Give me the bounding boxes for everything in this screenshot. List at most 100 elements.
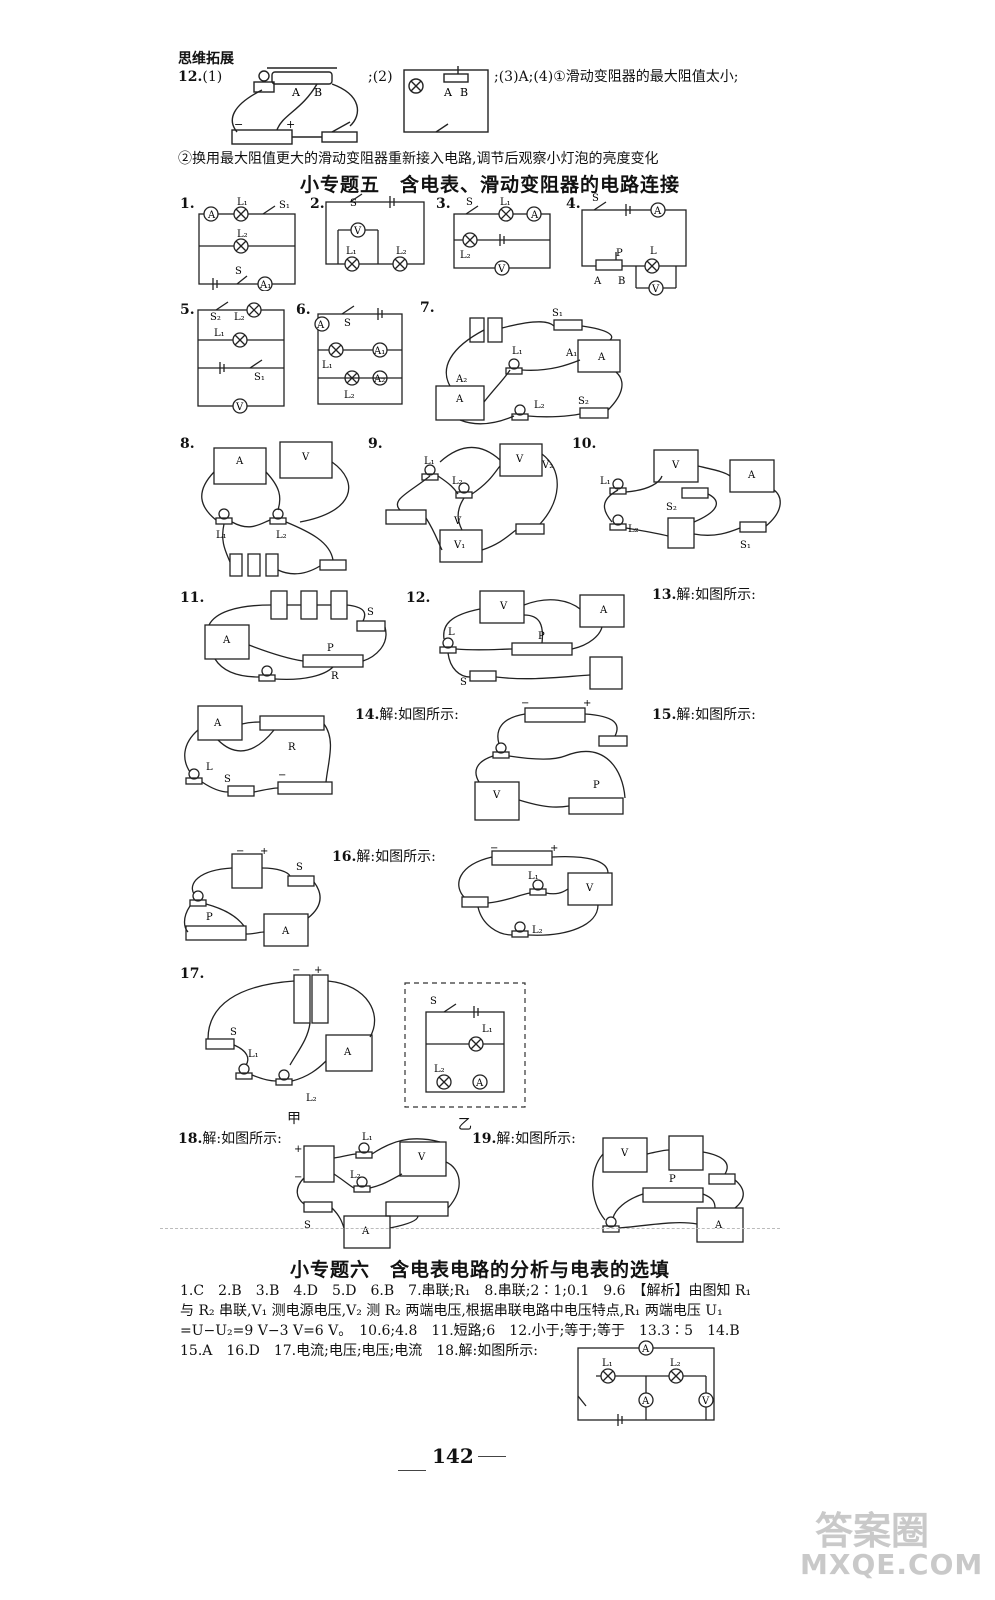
label-a: A xyxy=(316,320,325,331)
q17-physical-circuit: − + S L₁ A L₂ xyxy=(205,965,376,1104)
label-l1: L₁ xyxy=(512,346,523,357)
label-s1: S₁ xyxy=(279,200,290,211)
label-l1: L₁ xyxy=(346,246,357,257)
q16-physical-circuit: − + L₁ V L₂ xyxy=(458,845,613,938)
q8-number: 8. xyxy=(180,436,195,452)
q5-circuit: S₂ L₂ L₁ S₁ V xyxy=(197,301,285,414)
label-r: R xyxy=(331,671,339,682)
label-s: S xyxy=(224,774,231,785)
q18-physical-circuit: L₁ V L₂ S A + − xyxy=(294,1132,460,1249)
label-minus: − xyxy=(294,1172,302,1183)
label-l2: L₂ xyxy=(276,530,287,541)
q19-solve: 19.解:如图所示: xyxy=(472,1131,576,1147)
label-a: A xyxy=(714,1220,723,1231)
s6-q18-schematic: A L₁ L₂ A V xyxy=(577,1340,715,1426)
q12-physical-circuit: A B − + xyxy=(231,67,359,145)
label-plus: + xyxy=(294,1144,302,1155)
section6-title: 小专题六 含电表电路的分析与电表的选填 xyxy=(290,1259,671,1281)
label-s: S xyxy=(460,677,467,688)
label-l2: L₂ xyxy=(452,476,463,487)
label-a: A xyxy=(443,86,453,99)
label-a: A xyxy=(281,926,290,937)
label-v: V xyxy=(235,402,244,413)
q15-solve: 15.解:如图所示: xyxy=(652,707,756,723)
label-l2: L₂ xyxy=(234,312,245,323)
label-p: P xyxy=(616,248,623,259)
q2-circuit: S V L₁ L₂ xyxy=(325,193,425,272)
label-l2: L₂ xyxy=(532,925,543,936)
label-plus: + xyxy=(260,848,268,857)
label-s: S xyxy=(430,996,437,1007)
label-s: S xyxy=(350,198,357,209)
label-s: S xyxy=(235,266,242,277)
watermark-logo: 答案圈 xyxy=(815,1509,930,1553)
label-l1: L₁ xyxy=(248,1049,259,1060)
label-l: L xyxy=(448,627,455,638)
label-a: A xyxy=(222,635,231,646)
label-a: A xyxy=(207,210,216,221)
label-v: V xyxy=(453,516,462,527)
label-p: P xyxy=(206,912,213,923)
q12-part3: ;(3)A;(4)①滑动变阻器的最大阻值太小; xyxy=(494,69,739,85)
q19-physical-circuit: V A P xyxy=(592,1135,744,1243)
label-p: P xyxy=(538,631,545,642)
answers6-line3: =U−U₂=9 V−3 V=6 V。 10.6;4.8 11.短路;6 12.小… xyxy=(180,1323,740,1339)
q3-number: 3. xyxy=(436,196,451,212)
q11-number: 11. xyxy=(180,590,205,606)
label-s2: S₂ xyxy=(578,396,589,407)
label-minus: − xyxy=(236,848,244,857)
label-a: A xyxy=(530,210,539,221)
label-a2: A₂ xyxy=(455,374,467,385)
q12-part1: 12.(1) xyxy=(178,69,223,85)
label-l: L xyxy=(650,246,657,257)
q7-physical-circuit: S₁ L₁ A₁ A A₂ A L₂ S₂ xyxy=(435,308,623,425)
label-s1: S₁ xyxy=(740,540,751,551)
section5-title: 小专题五 含电表、滑动变阻器的电路连接 xyxy=(300,174,681,196)
q12-part2: ;(2) xyxy=(368,69,393,85)
label-a: A xyxy=(653,206,662,217)
label-l2: L₂ xyxy=(670,1358,681,1369)
q12-schematic: A B xyxy=(403,66,489,133)
label-l1: L₁ xyxy=(237,197,248,208)
q14-physical-circuit: − + V P xyxy=(474,700,628,821)
label-v2: V₂ xyxy=(541,460,553,471)
label-minus: − xyxy=(521,700,529,709)
label-s2: S₂ xyxy=(210,312,221,323)
label-a: A xyxy=(599,605,608,616)
q17-number: 17. xyxy=(180,966,205,982)
q18-solve: 18.解:如图所示: xyxy=(178,1131,282,1147)
q8-physical-circuit: A V L₁ L₂ xyxy=(201,441,350,577)
label-l2: L₂ xyxy=(237,229,248,240)
label-v: V xyxy=(671,460,680,471)
label-v: V xyxy=(651,284,660,295)
label-l2: L₂ xyxy=(344,390,355,401)
label-plus: + xyxy=(314,965,322,976)
label-v: V xyxy=(515,454,524,465)
label-a: A xyxy=(597,352,606,363)
q6-circuit: A S L₁ A₁ L₂ A₂ xyxy=(314,305,403,405)
label-v: V xyxy=(353,226,362,237)
q10-number: 10. xyxy=(572,436,597,452)
label-p: P xyxy=(327,643,334,654)
label-l2: L₂ xyxy=(396,246,407,257)
q4-circuit: S A P L A B V xyxy=(581,193,687,296)
label-l2: L₂ xyxy=(434,1064,445,1075)
q4-number: 4. xyxy=(566,196,581,212)
label-s: S xyxy=(296,862,303,873)
label-v: V xyxy=(585,883,594,894)
q17-schematic: S L₁ L₂ A xyxy=(404,982,526,1108)
label-s: S xyxy=(304,1220,311,1231)
section-header: 思维拓展 xyxy=(178,51,234,67)
label-minus: − xyxy=(490,845,498,854)
q17-yi-label: 乙 xyxy=(458,1117,472,1133)
q12b-physical-circuit: V A P S L xyxy=(439,590,625,690)
label-v: V xyxy=(492,790,501,801)
label-a: A xyxy=(361,1226,370,1237)
label-l1: L₁ xyxy=(602,1358,613,1369)
q12b-number: 12. xyxy=(406,590,431,606)
label-a: A xyxy=(641,1344,650,1355)
label-b: B xyxy=(314,86,322,99)
q10-physical-circuit: V A L₁ L₂ S₂ S₁ xyxy=(600,449,781,551)
label-a: A xyxy=(593,276,602,287)
label-plus: + xyxy=(286,118,295,131)
